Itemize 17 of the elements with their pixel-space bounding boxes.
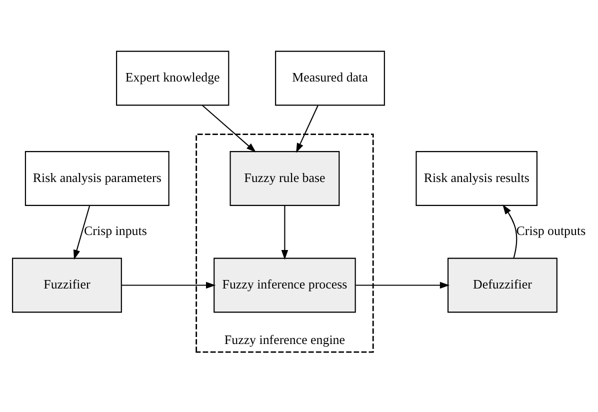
node-box: Fuzzy rule base — [230, 151, 340, 206]
node-box: Defuzzifier — [447, 258, 558, 313]
edge-label: Crisp outputs — [516, 223, 586, 238]
edge-label: Crisp inputs — [84, 223, 147, 238]
arrow — [502, 204, 518, 258]
arrow — [73, 206, 90, 260]
node-box: Expert knowledge — [116, 50, 230, 106]
arrow — [296, 105, 318, 153]
node-box: Fuzzifier — [12, 258, 122, 313]
arrow — [202, 104, 256, 152]
arrow — [122, 282, 216, 289]
node-box: Risk analysis results — [416, 151, 538, 206]
node-box: Risk analysis parameters — [24, 151, 170, 206]
node-box: Fuzzy inference process — [214, 258, 356, 313]
arrow — [356, 282, 450, 289]
arrow — [281, 206, 288, 260]
node-box: Measured data — [275, 50, 385, 106]
